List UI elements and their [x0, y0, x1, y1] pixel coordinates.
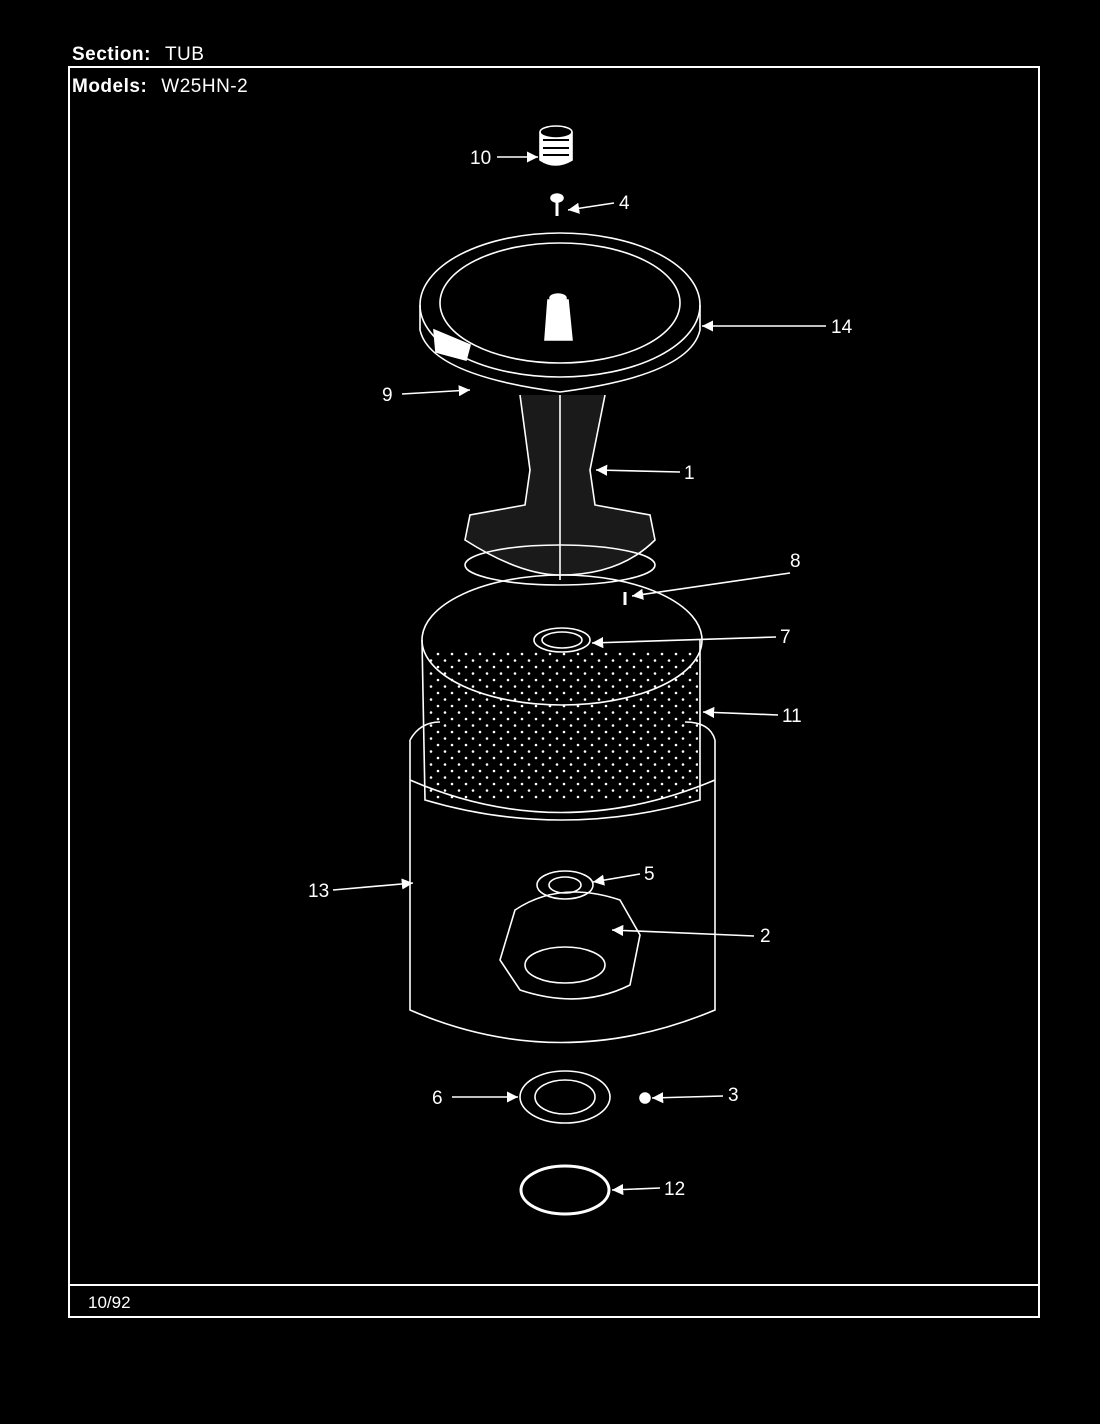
models-value: W25HN-2	[161, 76, 249, 97]
hub-assembly-part	[499, 870, 641, 1000]
callout-13: 13	[308, 881, 329, 902]
o-ring-part	[519, 1164, 611, 1216]
footer-date: 10/92	[88, 1293, 131, 1312]
callout-5: 5	[644, 864, 655, 885]
callout-14: 14	[831, 317, 853, 338]
section-value: TUB	[164, 44, 205, 65]
callout-12: 12	[664, 1179, 685, 1200]
callout-3: 3	[728, 1085, 739, 1106]
callout-7: 7	[780, 627, 791, 648]
inner-basket-part	[421, 574, 703, 821]
callout-10: 10	[470, 148, 491, 169]
tub-support-column-part	[464, 394, 656, 586]
diagram-frame	[68, 66, 1040, 1318]
callout-11: 11	[782, 706, 802, 727]
models-header: Models: W25HN-2	[72, 76, 248, 98]
screw-part	[550, 193, 564, 216]
seal-ring-part	[519, 1070, 611, 1124]
knob-cap-part	[539, 125, 573, 166]
tub-ring-part	[419, 232, 701, 393]
callout-1: 1	[684, 463, 695, 484]
callout-4: 4	[619, 193, 630, 214]
section-label: Section:	[72, 44, 151, 65]
callout-6: 6	[432, 1088, 443, 1109]
models-label: Models:	[72, 76, 148, 97]
leader-lines	[332, 151, 826, 1196]
footer-divider	[68, 1284, 1040, 1286]
callout-8: 8	[790, 551, 801, 572]
callout-9: 9	[382, 385, 393, 406]
outer-tub-part	[409, 721, 716, 1044]
small-screw-part	[639, 1092, 651, 1104]
callout-labels: 10 4 14 9 1 8 7 11 13 5 2 6 3 12	[308, 148, 853, 1200]
section-header: Section: TUB	[72, 44, 204, 66]
callout-2: 2	[760, 926, 771, 947]
